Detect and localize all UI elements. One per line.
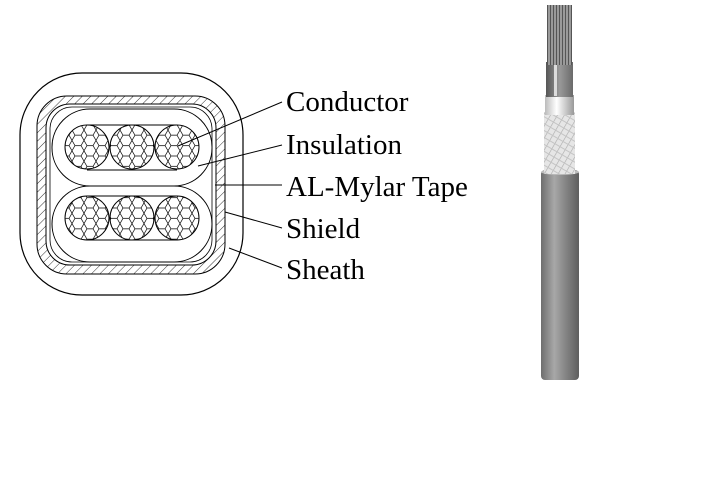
label-insulation: Insulation: [286, 129, 402, 161]
conductor: [109, 124, 155, 170]
conductor: [64, 124, 110, 170]
label-sheath: Sheath: [286, 254, 365, 286]
leader-shield: [224, 211, 283, 229]
conductor: [109, 195, 155, 241]
cable-conductor-strands: [547, 5, 572, 65]
cable-jacket: [541, 170, 579, 380]
conductor: [154, 124, 200, 170]
conductor-strands: [64, 124, 200, 241]
conductor: [154, 195, 200, 241]
leader-conductor: [177, 101, 283, 147]
cable-insulation: [546, 62, 573, 97]
label-conductor: Conductor: [286, 86, 409, 118]
conductor: [64, 195, 110, 241]
label-al-mylar-tape: AL-Mylar Tape: [286, 171, 468, 203]
cable-illustration: [541, 5, 579, 380]
cable-foil-tape: [545, 95, 574, 115]
leader-insulation: [197, 144, 283, 167]
leader-sheath: [228, 247, 283, 269]
cable-braid-shield: [544, 112, 575, 174]
cable-insulation-highlight: [554, 64, 557, 96]
label-shield: Shield: [286, 213, 361, 245]
